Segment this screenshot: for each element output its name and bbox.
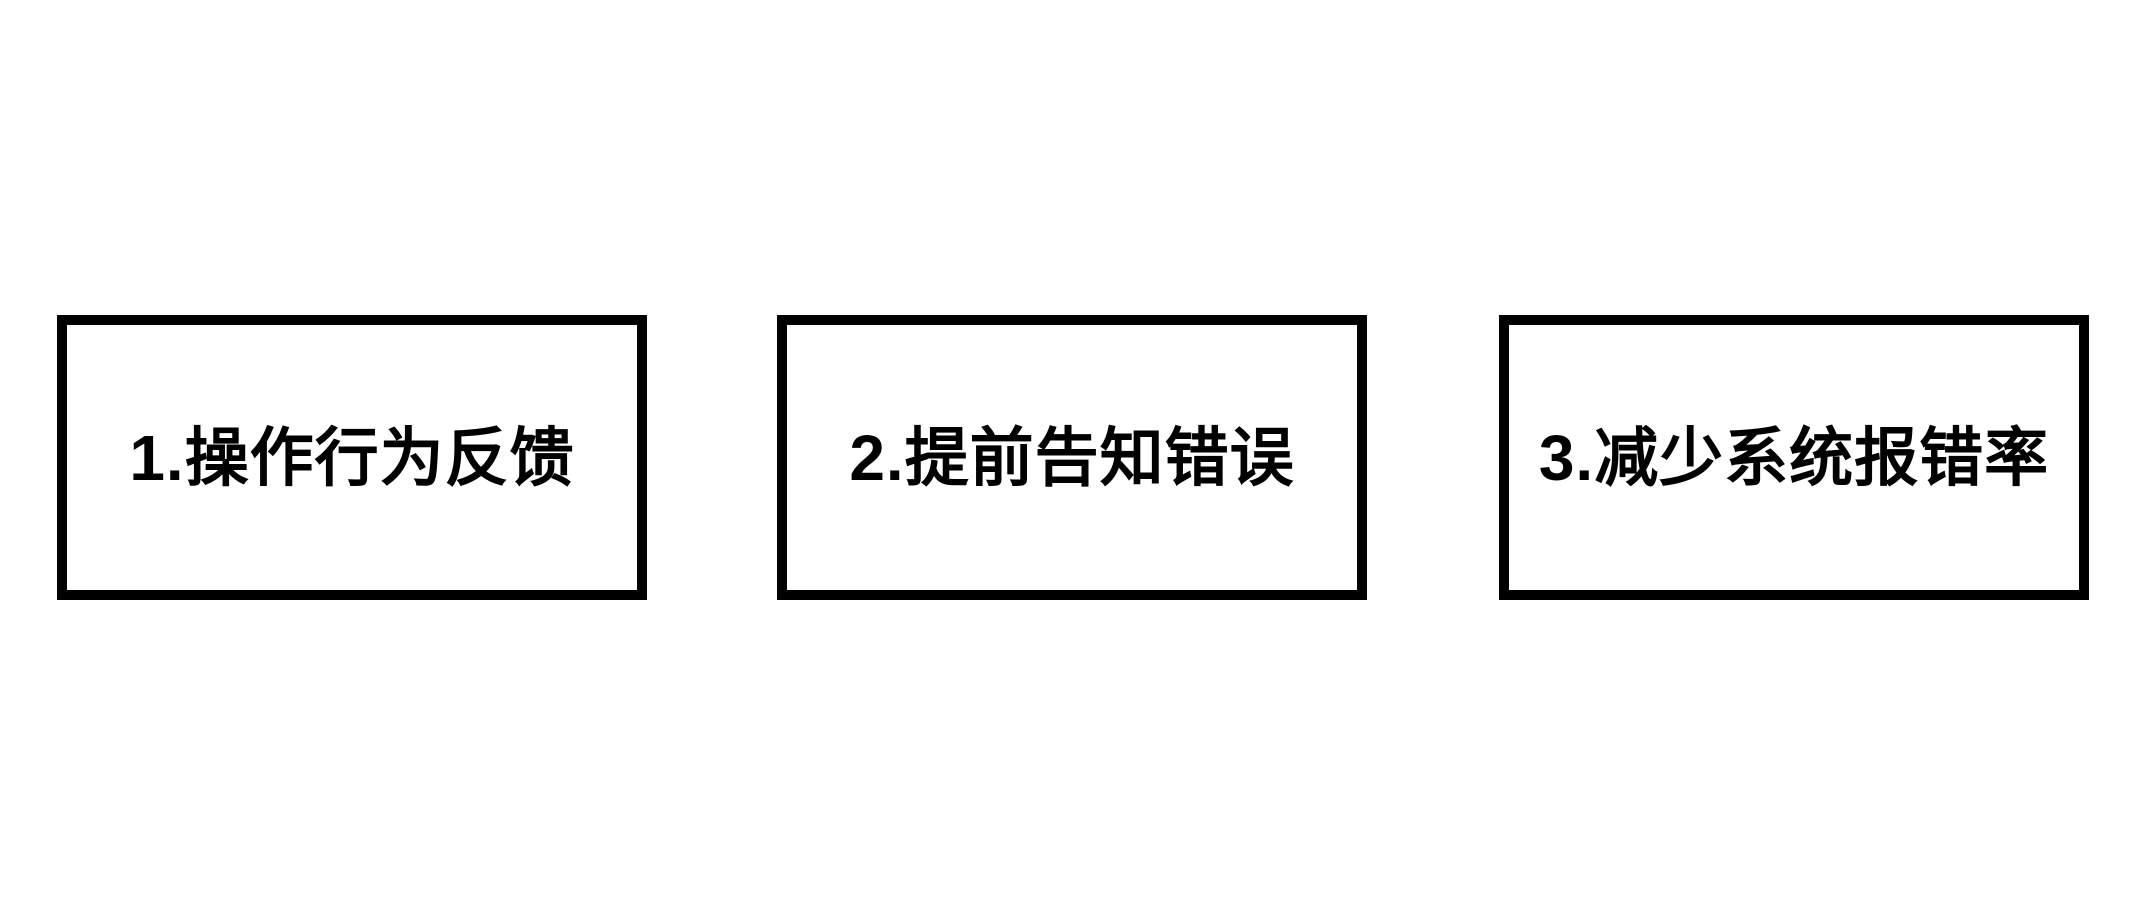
- step-box-2-label: 2.提前告知错误: [849, 421, 1295, 494]
- step-box-1-label: 1.操作行为反馈: [129, 421, 575, 494]
- step-box-2: 2.提前告知错误: [777, 315, 1367, 600]
- step-box-1: 1.操作行为反馈: [57, 315, 647, 600]
- step-box-3-label: 3.减少系统报错率: [1538, 421, 2050, 494]
- step-box-3: 3.减少系统报错率: [1499, 315, 2089, 600]
